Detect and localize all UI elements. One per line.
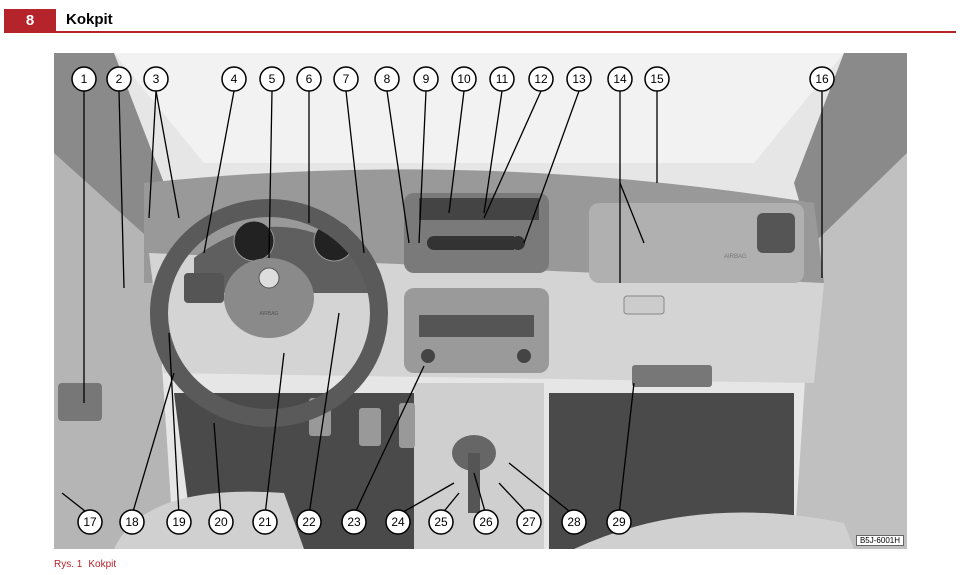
passenger-seat — [574, 512, 854, 549]
callout-13: 13 — [566, 66, 592, 92]
page-number: 8 — [4, 9, 56, 31]
callout-number: 18 — [125, 515, 139, 529]
callout-19: 19 — [166, 509, 192, 535]
radio-display — [419, 315, 534, 337]
callout-number: 8 — [384, 72, 391, 86]
callout-14: 14 — [607, 66, 633, 92]
callout-25: 25 — [428, 509, 454, 535]
radio-knob-left — [421, 349, 435, 363]
callout-10: 10 — [451, 66, 477, 92]
callout-24: 24 — [385, 509, 411, 535]
cockpit-drawing: AIRBAG AIRBAG — [54, 53, 907, 549]
callout-number: 19 — [172, 515, 186, 529]
figure-code: B5J-6001H — [855, 535, 904, 546]
callout-1: 1 — [71, 66, 97, 92]
callout-number: 23 — [347, 515, 361, 529]
callout-number: 21 — [258, 515, 272, 529]
gear-stick — [468, 453, 480, 513]
display-upper — [434, 236, 514, 250]
left-pillar — [54, 53, 164, 253]
callout-9: 9 — [413, 66, 439, 92]
callout-number: 22 — [302, 515, 316, 529]
steering-hub — [224, 258, 314, 338]
tachometer — [233, 220, 275, 262]
callout-number: 24 — [391, 515, 405, 529]
callout-23: 23 — [341, 509, 367, 535]
callout-number: 4 — [231, 72, 238, 86]
callout-29: 29 — [606, 509, 632, 535]
callout-17: 17 — [77, 509, 103, 535]
callout-11: 11 — [489, 66, 515, 92]
knob-right — [511, 236, 525, 250]
right-vent — [757, 213, 795, 253]
steering-buttons — [184, 273, 224, 303]
callout-number: 6 — [306, 72, 313, 86]
dash-airbag-label: AIRBAG — [724, 254, 747, 260]
radio-knob-right — [517, 349, 531, 363]
callout-number: 20 — [214, 515, 228, 529]
passenger-footwell — [549, 393, 794, 549]
brand-logo — [258, 267, 280, 289]
pedal-accelerator — [399, 403, 415, 448]
callout-5: 5 — [259, 66, 285, 92]
glovebox-handle — [623, 295, 665, 315]
figure-caption: Rys. 1 Kokpit — [54, 559, 122, 570]
callout-number: 9 — [423, 72, 430, 86]
callout-16: 16 — [809, 66, 835, 92]
callout-number: 12 — [534, 72, 548, 86]
callout-number: 10 — [457, 72, 471, 86]
wheel-airbag-label: AIRBAG — [260, 311, 279, 317]
callout-12: 12 — [528, 66, 554, 92]
callout-number: 14 — [613, 72, 627, 86]
callout-20: 20 — [208, 509, 234, 535]
callout-7: 7 — [333, 66, 359, 92]
caption-text: Kokpit — [88, 559, 117, 570]
callout-number: 3 — [153, 72, 160, 86]
glovebox — [589, 203, 804, 283]
leader-lines — [61, 90, 823, 516]
callout-28: 28 — [561, 509, 587, 535]
cockpit-illustration: AIRBAG AIRBAG — [54, 53, 907, 549]
page-title: Kokpit — [66, 11, 113, 28]
callout-number: 26 — [479, 515, 493, 529]
callout-15: 15 — [644, 66, 670, 92]
window-switches — [58, 383, 102, 421]
header-rule — [4, 31, 956, 33]
steering-wheel — [150, 199, 388, 427]
callout-27: 27 — [516, 509, 542, 535]
callout-8: 8 — [374, 66, 400, 92]
callout-number: 27 — [522, 515, 536, 529]
callout-4: 4 — [221, 66, 247, 92]
callout-number: 17 — [83, 515, 97, 529]
pedal-brake — [359, 408, 381, 446]
storage-tray — [632, 365, 712, 387]
callout-6: 6 — [296, 66, 322, 92]
callout-number: 16 — [815, 72, 829, 86]
knob-left — [427, 236, 441, 250]
caption-label: Rys. 1 — [54, 559, 83, 570]
callout-2: 2 — [106, 66, 132, 92]
callout-number: 1 — [81, 72, 88, 86]
page-header: 8 Kokpit — [0, 0, 960, 34]
callout-3: 3 — [143, 66, 169, 92]
callout-18: 18 — [119, 509, 145, 535]
callout-number: 11 — [496, 72, 509, 86]
callout-number: 5 — [269, 72, 276, 86]
callout-number: 29 — [612, 515, 626, 529]
callout-number: 28 — [567, 515, 581, 529]
callout-number: 15 — [650, 72, 664, 86]
callout-21: 21 — [252, 509, 278, 535]
callout-22: 22 — [296, 509, 322, 535]
center-vents — [419, 198, 539, 220]
callout-number: 13 — [572, 72, 586, 86]
callout-number: 2 — [116, 72, 123, 86]
callout-26: 26 — [473, 509, 499, 535]
callout-number: 25 — [434, 515, 448, 529]
callout-number: 7 — [343, 72, 350, 86]
